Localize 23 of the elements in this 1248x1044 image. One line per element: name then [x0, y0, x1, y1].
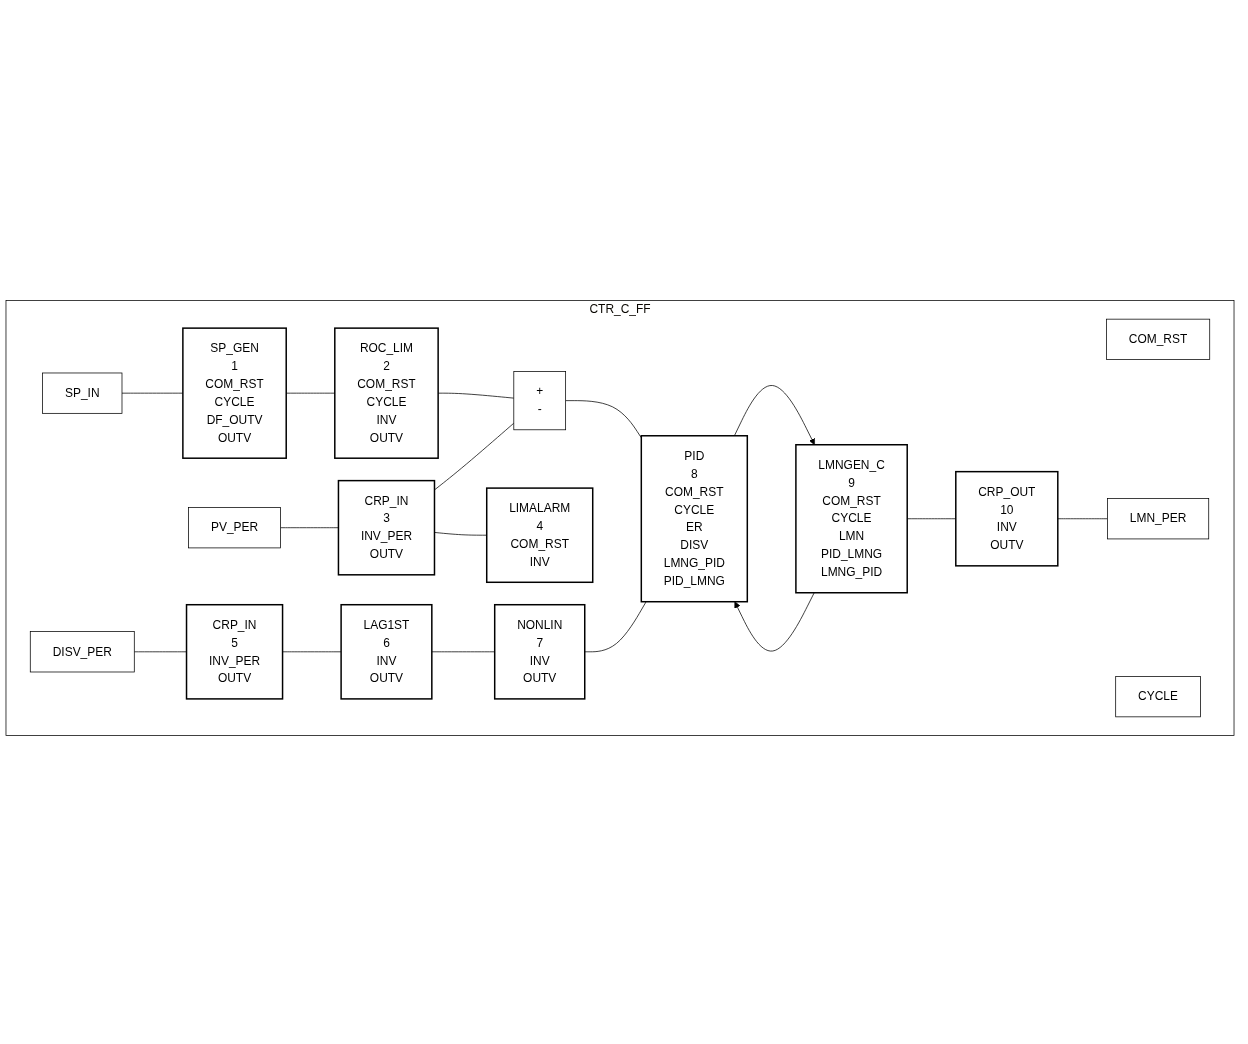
connector	[133, 651, 187, 653]
node-box: PV_PER	[188, 507, 281, 549]
node-box: CRP_OUT 10 INV OUTV	[955, 470, 1059, 567]
connector	[584, 601, 647, 653]
node-box: SP_IN	[42, 372, 123, 414]
connector	[280, 527, 339, 529]
connector	[282, 651, 342, 653]
node-box: NONLIN 7 INV OUTV	[493, 603, 586, 700]
node-box: SP_GEN 1 COM_RST CYCLE DF_OUTV OUTV	[182, 327, 287, 459]
node-box: + -	[513, 371, 566, 431]
node-box: COM_RST	[1106, 318, 1211, 360]
node-box: LMNGEN_C 9 COM_RST CYCLE LMN PID_LMNG LMNG_PID	[795, 444, 908, 594]
node-box: LMN_PER	[1107, 498, 1210, 540]
node-box: LIMALARM 4 COM_RST INV	[485, 487, 594, 584]
node-box: PID 8 COM_RST CYCLE ER DISV LMNG_PID PID_LMNG	[640, 435, 749, 603]
node-box: LAG1ST 6 INV OUTV	[340, 603, 433, 700]
node-box: DISV_PER	[29, 631, 135, 673]
node-box: CYCLE	[1115, 676, 1201, 718]
node-box: ROC_LIM 2 COM_RST CYCLE INV OUTV	[334, 327, 439, 459]
node-box: CRP_IN 3 INV_PER OUTV	[337, 479, 436, 576]
connector	[1057, 518, 1108, 520]
node-box: CRP_IN 5 INV_PER OUTV	[185, 603, 284, 700]
connector	[434, 422, 515, 491]
